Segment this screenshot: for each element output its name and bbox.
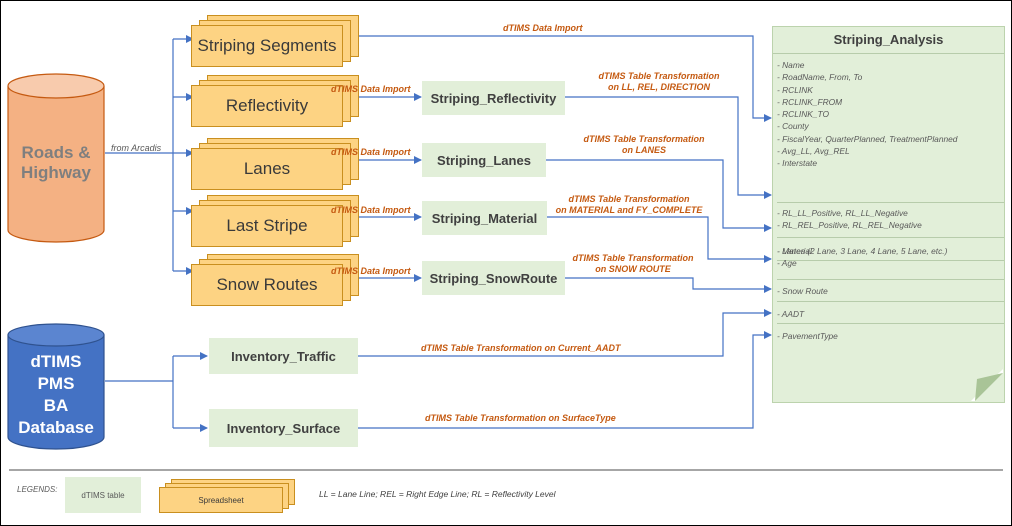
table-striping-snowroute: Striping_SnowRoute [422, 261, 565, 295]
analysis-section-base: - Name - RoadName, From, To - RCLINK - R… [777, 59, 1004, 203]
caption-lanes-transform: dTIMS Table Transformation on LANES [569, 134, 719, 157]
analysis-field: - Avg_LL, Avg_REL [777, 146, 850, 157]
caption-last-stripe-import: dTIMS Data Import [331, 205, 411, 215]
caption-line: on SNOW ROUTE [595, 264, 671, 275]
caption-surface-transform: dTIMS Table Transformation on SurfaceTyp… [425, 413, 616, 423]
from-arcadis-label: from Arcadis [111, 143, 162, 153]
caption-line: dTIMS Table Transformation [598, 71, 720, 81]
dtims-label: dTIMS PMS BA Database [7, 351, 105, 439]
analysis-field: - Name [777, 60, 805, 70]
striping-analysis-table: Striping_Analysis - Name - RoadName, Fro… [772, 26, 1005, 403]
analysis-field: - County [777, 121, 809, 132]
dtims-label-line3: BA [43, 396, 69, 415]
analysis-field: - Material [777, 246, 812, 256]
analysis-field: - Lanes (2 Lane, 3 Lane, 4 Lane, 5 Lane,… [777, 246, 948, 256]
analysis-section-material: - Material - Age [777, 245, 1004, 280]
dtims-label-line2: PMS [37, 374, 75, 393]
caption-reflectivity-transform: dTIMS Table Transformation on LL, REL, D… [584, 71, 734, 94]
caption-reflectivity-import: dTIMS Data Import [331, 84, 411, 94]
spreadsheet-label: Lanes [191, 148, 343, 190]
legend-abbreviations-note: LL = Lane Line; REL = Right Edge Line; R… [319, 489, 556, 499]
connector-traffic-to-analysis [358, 309, 772, 357]
caption-snow-routes-import: dTIMS Data Import [331, 266, 411, 276]
caption-segments-import: dTIMS Data Import [503, 23, 583, 33]
caption-lanes-import: dTIMS Data Import [331, 147, 411, 157]
legend-spreadsheet-label: Spreadsheet [159, 487, 283, 513]
analysis-field: - Age [777, 258, 797, 269]
roads-label-line1: Roads & [21, 143, 91, 162]
caption-traffic-transform: dTIMS Table Transformation on Current_AA… [421, 343, 621, 353]
analysis-field: - FiscalYear, QuarterPlanned, TreatmentP… [777, 133, 958, 144]
page-fold-corner [971, 369, 1003, 401]
analysis-field: - RCLINK [777, 84, 813, 95]
roads-label-line2: Highway [21, 162, 91, 182]
connector-surface-to-analysis [358, 331, 772, 429]
analysis-section-lanes: - Lanes (2 Lane, 3 Lane, 4 Lane, 5 Lane,… [777, 242, 1004, 261]
connector-lanes-to-analysis [546, 159, 772, 232]
striping-analysis-title: Striping_Analysis [773, 27, 1004, 54]
caption-line: on LANES [622, 145, 666, 156]
table-striping-material: Striping_Material [422, 201, 547, 235]
spreadsheet-label: Snow Routes [191, 264, 343, 306]
legend-dtims-table-swatch: dTIMS table [65, 477, 141, 513]
caption-material-transform: dTIMS Table Transformation on MATERIAL a… [554, 194, 704, 217]
roads-cylinder-shape [7, 73, 105, 243]
connector-refl-to-analysis [565, 96, 772, 199]
connector-snow-to-analysis [565, 277, 772, 293]
dtims-database: dTIMS PMS BA Database [7, 323, 105, 451]
caption-line: dTIMS Table Transformation [583, 134, 705, 144]
legend-title: LEGENDS: [17, 485, 58, 494]
spreadsheet-label: Reflectivity [191, 85, 343, 127]
legend-divider [9, 469, 1003, 471]
analysis-field: - RL_REL_Positive, RL_REL_Negative [777, 220, 922, 231]
dtims-cylinder-shape [7, 323, 105, 450]
caption-line: dTIMS Table Transformation [568, 194, 690, 204]
analysis-section-snow: - Snow Route [777, 281, 1004, 302]
table-striping-reflectivity: Striping_Reflectivity [422, 81, 565, 115]
analysis-field: - AADT [777, 309, 805, 319]
connector-segments-to-analysis [355, 35, 772, 122]
analysis-section-surface: - PavementType [777, 327, 1004, 345]
caption-line: on MATERIAL and FY_COMPLETE [555, 205, 703, 216]
analysis-field: - RCLINK_TO [777, 109, 829, 120]
analysis-field: - RCLINK_FROM [777, 96, 843, 107]
analysis-field: - Interstate [777, 158, 818, 169]
spreadsheet-label: Last Stripe [191, 205, 343, 247]
analysis-section-reflectivity: - RL_LL_Positive, RL_LL_Negative - RL_RE… [777, 207, 1004, 238]
analysis-field: - Snow Route [777, 286, 828, 296]
roads-highway-label: Roads & Highway [7, 143, 105, 182]
caption-line: on LL, REL, DIRECTION [608, 82, 710, 93]
caption-line: dTIMS Table Transformation [572, 253, 694, 263]
analysis-field: - RoadName, From, To [777, 72, 863, 83]
analysis-field: - PavementType [777, 331, 838, 341]
dtims-label-line4: Database [18, 418, 94, 437]
caption-snow-transform: dTIMS Table Transformation on SNOW ROUTE [558, 253, 708, 276]
analysis-field: - RL_LL_Positive, RL_LL_Negative [777, 208, 908, 218]
table-inventory-surface: Inventory_Surface [209, 409, 358, 447]
roads-highway-database: Roads & Highway [7, 73, 105, 243]
table-striping-lanes: Striping_Lanes [422, 143, 546, 177]
dtims-label-line1: dTIMS [30, 352, 82, 371]
connector-material-to-analysis [547, 216, 772, 263]
spreadsheet-label: Striping Segments [191, 25, 343, 67]
table-inventory-traffic: Inventory_Traffic [209, 338, 358, 374]
analysis-section-traffic: - AADT [777, 305, 1004, 324]
